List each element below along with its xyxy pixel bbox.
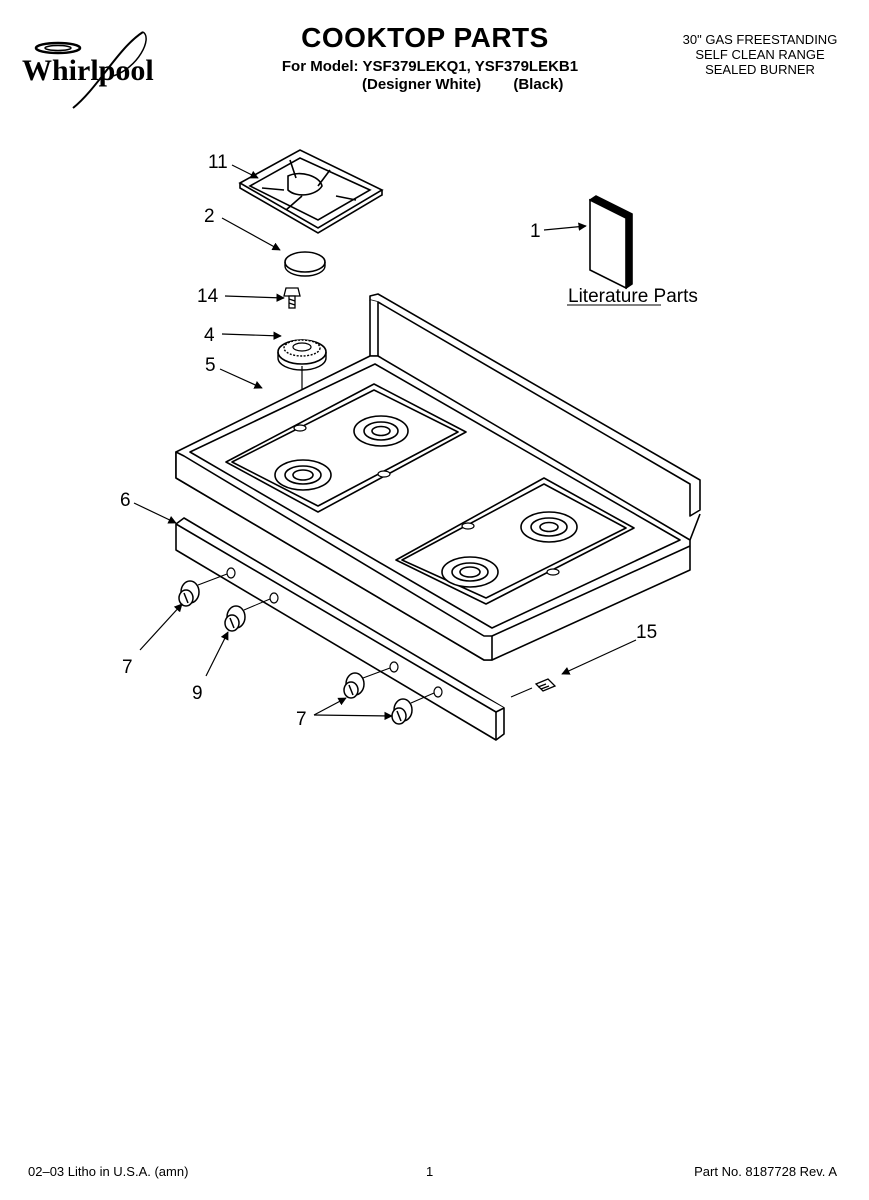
callout-pin: 15 (636, 622, 657, 643)
knob-hole (226, 567, 443, 698)
range-desc-line: 30" GAS FREESTANDING (682, 32, 838, 47)
callout-literature: 1 (530, 221, 541, 242)
callout-burner-cap: 2 (204, 206, 215, 227)
control-knob (178, 580, 413, 725)
part-number: Part No. 8187728 Rev. A (694, 1164, 837, 1179)
callout-screw: 14 (197, 286, 219, 307)
burner-cap (284, 251, 326, 277)
litho-note: 02–03 Litho in U.S.A. (amn) (28, 1164, 189, 1179)
page-number: 1 (426, 1164, 434, 1179)
range-description: 30" GAS FREESTANDING SELF CLEAN RANGE SE… (665, 32, 855, 77)
model-numbers: For Model: YSF379LEKQ1, YSF379LEKB1 (281, 58, 579, 75)
igniter-screw (283, 287, 301, 309)
knob-leader (197, 573, 435, 704)
literature-label: Literature Parts (568, 286, 698, 307)
color-black: (Black) (513, 76, 564, 93)
control-panel-manifold (175, 517, 505, 741)
callout-knob-right: 7 (296, 709, 307, 730)
range-desc-line: SELF CLEAN RANGE (695, 47, 825, 62)
color-variants: (Designer White) (Black) (330, 76, 590, 93)
whirlpool-logo: Whirlpool (22, 31, 154, 109)
callout-burner-base: 4 (204, 325, 215, 346)
callout-cooktop: 5 (205, 355, 216, 376)
callout-knob-left: 7 (122, 657, 133, 678)
burner-grate (238, 149, 384, 234)
color-designer-white: (Designer White) (362, 76, 482, 93)
pin-leader (510, 687, 533, 698)
page-title: COOKTOP PARTS (301, 22, 549, 53)
callout-knob-center: 9 (192, 683, 203, 704)
burner-base (277, 339, 327, 371)
literature-booklet (589, 195, 633, 290)
burner-well (274, 415, 578, 588)
range-desc-line: SEALED BURNER (705, 62, 815, 77)
mounting-pin (534, 678, 557, 692)
screw-hole (293, 424, 560, 576)
callout-control-panel: 6 (120, 490, 131, 511)
callout-grate: 11 (208, 152, 228, 173)
brand-wordmark: Whirlpool (22, 54, 154, 87)
callout-arrows (133, 164, 637, 721)
exploded-parts-diagram: Literature Parts (120, 149, 701, 741)
